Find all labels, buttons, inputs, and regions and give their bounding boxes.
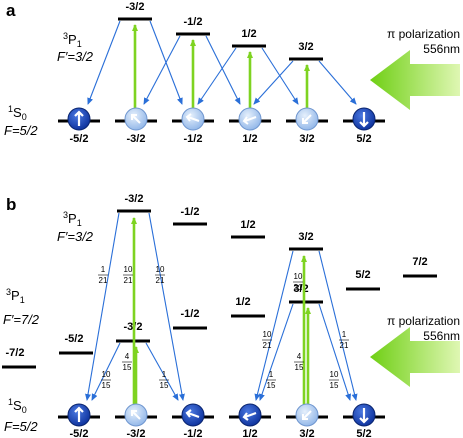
mF-b-gnd-p5: 5/2: [356, 428, 371, 438]
panel-a-excited-F: F′=3/2: [57, 49, 94, 64]
atom-a-p3: [295, 107, 319, 131]
mF-b-f32-p3: 3/2: [298, 231, 313, 243]
mF-b-gnd-m3: -3/2: [127, 428, 146, 438]
sigma-a-4: [205, 35, 241, 105]
coef-left-sigma-out-den: 21: [99, 276, 108, 285]
mF-b-f32-p1: 1/2: [240, 219, 255, 231]
atom-a-m1: [181, 107, 205, 131]
coef-left-f72-pi-den: 15: [123, 363, 132, 372]
coef-left-f72-out-num: 10: [102, 370, 111, 379]
mF-b-f72-p5: 5/2: [355, 269, 370, 281]
coef-right-f72-pi-num: 4: [297, 352, 302, 361]
coef-left-sigma-in-den: 21: [156, 276, 165, 285]
coef-left-pi-den: 21: [124, 276, 133, 285]
coef-right-f32-left-den: 21: [263, 341, 272, 350]
sigma-b-right-f32-left: [254, 250, 294, 401]
sigma-b-right-f32-right: [318, 250, 358, 401]
sigma-a-7: [253, 60, 294, 105]
panel-b-upper-F: F′=3/2: [57, 229, 94, 244]
atom-b-m5: [67, 403, 91, 427]
panel-b: b 3P1 F′=3/2 3P1 F′=7/2 1S0 F=5/2 -3/2 -…: [2, 193, 460, 438]
atom-b-m1: [181, 403, 205, 427]
mF-b-gnd-m1: -1/2: [184, 428, 203, 438]
mF-b-f32-m1: -1/2: [181, 206, 200, 218]
atom-a-p1: [238, 107, 262, 131]
panel-a-excited-term: 3P1: [63, 31, 82, 49]
atom-a-m5: [67, 107, 91, 131]
panel-b-label: b: [6, 195, 16, 214]
coef-right-f72-left-den: 15: [267, 381, 276, 390]
panel-a-label: a: [6, 1, 16, 20]
panel-a-ground-F: F=5/2: [4, 123, 38, 138]
atom-a-p5: [352, 107, 376, 131]
sigma-b-left-f72-in: [145, 342, 179, 401]
coef-left-f72-in-den: 15: [160, 381, 169, 390]
coef-left-f72-out-den: 15: [102, 381, 111, 390]
wavelength-label-b: 556nm: [423, 329, 460, 343]
mF-b-f72-m7: -7/2: [6, 347, 25, 359]
mF-a-gnd-p5: 5/2: [356, 133, 371, 145]
coefficients: 1 21 10 21 10 21 10 15 4 15 1 15 10 21 1…: [98, 265, 349, 390]
mF-a-gnd-m3: -3/2: [127, 133, 146, 145]
mF-b-gnd-p3: 3/2: [299, 428, 314, 438]
panel-a-ground-term: 1S0: [8, 104, 27, 122]
mF-b-f72-p7: 7/2: [412, 256, 427, 268]
sigma-b-right-f72-left: [259, 303, 294, 401]
sigma-b-left-f32-in: [148, 212, 185, 401]
panel-a: a 3P1 F′=3/2 1S0 F=5/2 -3/2 -1/2 1/2 3/2: [4, 1, 460, 145]
atom-a-m3: [124, 107, 148, 131]
mF-b-gnd-p1: 1/2: [242, 428, 257, 438]
coef-right-f32-pi-den: 21: [294, 283, 303, 292]
pi-polarization-label-b: π polarization: [387, 314, 460, 328]
pi-polarization-arrow-a: [370, 50, 460, 110]
mF-a-exc-m1: -1/2: [184, 16, 203, 28]
coef-left-pi-num: 10: [124, 265, 133, 274]
mF-a-gnd-p3: 3/2: [299, 133, 314, 145]
mF-a-gnd-p1: 1/2: [242, 133, 257, 145]
coef-right-f72-right-num: 10: [330, 370, 339, 379]
coef-left-sigma-in-num: 10: [156, 265, 165, 274]
wavelength-label-a: 556nm: [423, 42, 460, 56]
panel-b-lower-term: 3P1: [6, 287, 25, 305]
sigma-b-right-f72-right: [318, 303, 352, 401]
coef-left-f72-pi-num: 4: [125, 352, 130, 361]
coef-right-f32-right-den: 21: [340, 341, 349, 350]
mF-b-f72-m5: -5/2: [65, 333, 84, 345]
mF-a-exc-p1: 1/2: [241, 28, 256, 40]
panel-b-ground-term: 1S0: [8, 397, 27, 415]
mF-a-exc-p3: 3/2: [298, 41, 313, 53]
mF-b-f72-m1: -1/2: [181, 308, 200, 320]
atom-b-p5: [352, 403, 376, 427]
coef-left-f72-in-num: 1: [162, 370, 167, 379]
coef-right-f72-pi-den: 15: [295, 363, 304, 372]
mF-a-gnd-m1: -1/2: [184, 133, 203, 145]
pi-polarization-arrow-b: [370, 327, 460, 387]
coef-right-f72-right-den: 15: [330, 381, 339, 390]
sigma-a-1: [87, 20, 121, 105]
mF-b-gnd-m5: -5/2: [70, 428, 89, 438]
sigma-a-3: [143, 35, 181, 105]
sigma-b-left-f72-out: [91, 342, 121, 401]
mF-a-gnd-m5: -5/2: [70, 133, 89, 145]
panel-b-upper-term: 3P1: [63, 210, 82, 228]
pi-polarization-label-a: π polarization: [387, 27, 460, 41]
sigma-a-8: [318, 60, 357, 105]
atom-b-m3: [124, 403, 148, 427]
coef-right-f72-left-num: 1: [269, 370, 274, 379]
coef-right-f32-right-num: 1: [342, 330, 347, 339]
atom-b-p3: [295, 403, 319, 427]
coef-right-f32-left-num: 10: [263, 330, 272, 339]
mF-a-exc-m3: -3/2: [126, 1, 145, 13]
sigma-a-5: [197, 47, 237, 105]
panel-b-lower-F: F′=7/2: [3, 312, 40, 327]
atom-b-p1: [238, 403, 262, 427]
mF-b-f72-p1: 1/2: [235, 296, 250, 308]
sigma-b-left-f32-out: [85, 212, 120, 401]
coef-right-f32-pi-num: 10: [294, 272, 303, 281]
mF-b-f32-m3: -3/2: [125, 193, 144, 205]
coef-left-sigma-out-num: 1: [101, 265, 106, 274]
panel-b-ground-F: F=5/2: [4, 419, 38, 434]
